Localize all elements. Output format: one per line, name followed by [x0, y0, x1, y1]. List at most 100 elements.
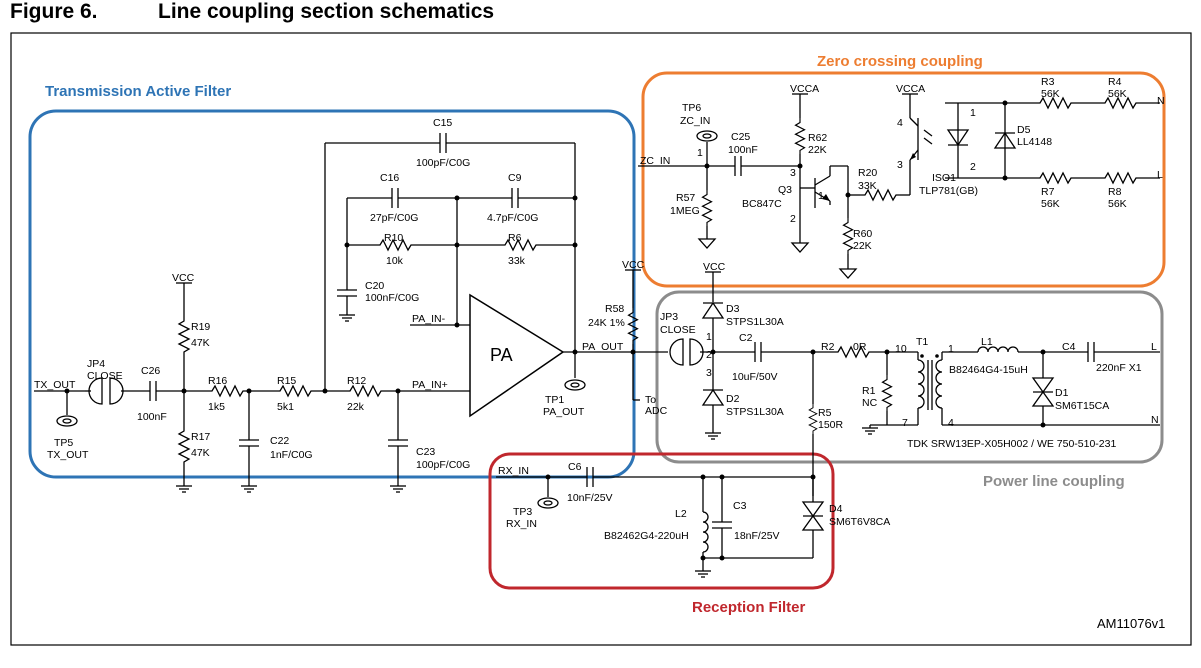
jp4-state: CLOSE — [87, 370, 123, 382]
pa-label: PA — [490, 345, 513, 365]
d2-name: D2 — [726, 393, 740, 405]
l2-inductor — [702, 511, 709, 553]
r12-name: R12 — [347, 375, 366, 387]
pin-1-jp3: 1 — [706, 331, 712, 343]
reception-filter-outline — [488, 452, 835, 590]
r60-name: R60 — [853, 228, 872, 240]
c9-name: C9 — [508, 172, 522, 184]
d1-part: SM6T15CA — [1055, 400, 1109, 412]
pin-2-q3: 2 — [790, 213, 796, 225]
r12-resistor — [344, 385, 386, 397]
c22-name: C22 — [270, 435, 289, 447]
r16-resistor — [206, 385, 248, 397]
t1-transformer — [917, 359, 925, 409]
c20-value: 100nF/C0G — [365, 292, 419, 304]
l1-inductor — [977, 346, 1019, 353]
to-adc-label-2: ADC — [645, 405, 668, 417]
tp3-net: RX_IN — [506, 518, 537, 530]
c3-value: 18nF/25V — [734, 530, 780, 542]
zero-crossing-outline — [641, 71, 1166, 288]
transmission-labels: TX_OUT JP4 CLOSE TP5 TX_OUT C26 100nF VC… — [34, 117, 668, 471]
figure-frame — [10, 32, 1192, 646]
ground-q3 — [791, 239, 809, 253]
rx-in-net-label: RX_IN — [498, 465, 529, 477]
c4-name: C4 — [1062, 341, 1076, 353]
r5-value: 150R — [818, 419, 844, 431]
tp5-net: TX_OUT — [47, 449, 89, 461]
iso1-name: ISO1 — [932, 172, 956, 184]
r15-name: R15 — [277, 375, 296, 387]
r16-name: R16 — [208, 375, 227, 387]
r20-name: R20 — [858, 167, 877, 179]
d4-part: SM6T6V8CA — [829, 516, 890, 528]
tp5-testpoint — [56, 415, 78, 427]
tp5-name: TP5 — [54, 437, 73, 449]
r7-value: 56K — [1041, 198, 1060, 210]
pin-3-jp3: 3 — [706, 367, 712, 379]
r57-name: R57 — [676, 192, 695, 204]
pin-1-tp6: 1 — [697, 147, 703, 159]
transmission-filter-outline — [28, 109, 636, 479]
jp3-jumper — [669, 338, 684, 366]
r6-name: R6 — [508, 232, 522, 244]
jp4-jumper — [88, 377, 103, 405]
r15-resistor — [274, 385, 316, 397]
net-n-top-label: N — [1157, 95, 1165, 107]
pin-2-iso: 2 — [970, 161, 976, 173]
pin-3-q3: 3 — [790, 167, 796, 179]
d5-part: LL4148 — [1017, 136, 1052, 148]
r15-value: 5k1 — [277, 401, 294, 413]
r62-value: 22K — [808, 144, 827, 156]
c22-value: 1nF/C0G — [270, 449, 313, 461]
tx-out-net-label: TX_OUT — [34, 379, 76, 391]
c25-value: 100nF — [728, 144, 758, 156]
reception-filter — [496, 467, 825, 578]
r17-value: 47K — [191, 447, 210, 459]
c15-value: 100pF/C0G — [416, 157, 470, 169]
d2-diode — [701, 388, 725, 406]
r4-name: R4 — [1108, 76, 1122, 88]
pa-in-minus-label: PA_IN- — [412, 313, 446, 325]
r60-resistor — [842, 217, 854, 255]
d4-name: D4 — [829, 503, 843, 515]
r19-value: 47K — [191, 337, 210, 349]
ground-c22 — [240, 482, 258, 493]
l2-name: L2 — [675, 508, 687, 520]
d3-diode — [701, 301, 725, 319]
c2-name: C2 — [739, 332, 753, 344]
r1-resistor — [881, 374, 893, 412]
c16-name: C16 — [380, 172, 399, 184]
zero-crossing-coupling — [638, 93, 1160, 279]
t1-pin-4: 4 — [948, 417, 954, 429]
net-l-top-label: L — [1157, 169, 1163, 181]
d2-part: STPS1L30A — [726, 406, 784, 418]
c23-name: C23 — [416, 446, 435, 458]
r7-resistor — [1034, 172, 1076, 184]
tp1-net: PA_OUT — [543, 406, 585, 418]
ground-r60 — [839, 265, 857, 279]
c6-name: C6 — [568, 461, 582, 473]
c15-name: C15 — [433, 117, 452, 129]
reception-labels: RX_IN C6 10nF/25V TP3 RX_IN L2 B82462G4-… — [498, 461, 890, 542]
c26-name: C26 — [141, 365, 160, 377]
ground-r1 — [861, 424, 879, 435]
r2-value: 0R — [853, 341, 867, 353]
iso1-optocoupler — [909, 117, 919, 127]
power-line-labels: VCC D3 STPS1L30A D2 STPS1L30A JP3 CLOSE … — [660, 261, 1159, 450]
d5-diode — [993, 131, 1017, 149]
figure-title: Line coupling section schematics — [158, 0, 495, 23]
r7-name: R7 — [1041, 186, 1055, 198]
r8-name: R8 — [1108, 186, 1122, 198]
tp3-testpoint — [537, 497, 559, 509]
tp6-name: TP6 — [682, 102, 701, 114]
c23-value: 100pF/C0G — [416, 459, 470, 471]
c16-value: 27pF/C0G — [370, 212, 418, 224]
pa-in-plus-label: PA_IN+ — [412, 379, 448, 391]
jp3-name: JP3 — [660, 311, 678, 323]
ground-rx — [694, 567, 712, 578]
figure-heading: Figure 6.Line coupling section schematic… — [10, 0, 710, 30]
r4-value: 56K — [1108, 88, 1127, 100]
r62-resistor — [794, 117, 806, 155]
d5-name: D5 — [1017, 124, 1031, 136]
pin-3-iso: 3 — [897, 159, 903, 171]
